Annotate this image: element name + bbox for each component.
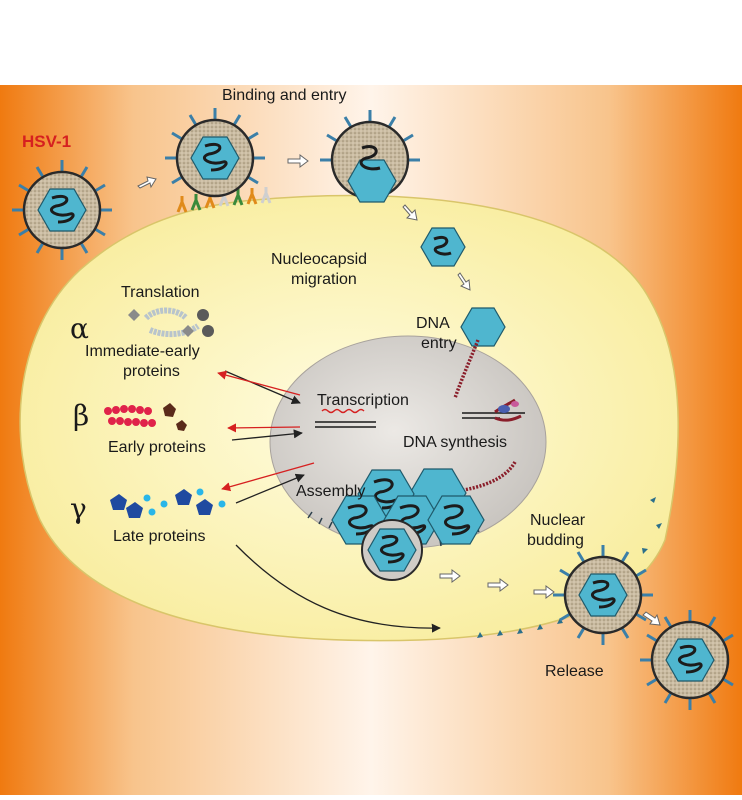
virion-dna: [49, 194, 75, 224]
stage-transcription-label: Transcription: [317, 392, 409, 409]
arrow-bind-1: [137, 176, 157, 189]
arrow-migrate-2: [457, 272, 471, 291]
stage-migration-line1: Nucleocapsid: [271, 251, 367, 268]
alpha-symbol: α: [70, 312, 89, 345]
ie-proteins-line2: proteins: [123, 363, 180, 380]
stage-migration-line2: migration: [291, 271, 357, 288]
early-proteins-label: Early proteins: [108, 439, 206, 456]
arrow-release: [642, 611, 661, 626]
arrow-bud-1: [439, 569, 461, 583]
arrow-bud-2: [487, 578, 509, 592]
virion-budding: [553, 545, 653, 645]
regulation-arrows: [217, 370, 441, 633]
ie-proteins-line1: Immediate-early: [85, 343, 200, 360]
mrna-wave: [321, 408, 365, 414]
injected-dna: [453, 339, 480, 399]
arrow-ie-to-nucleus: [224, 370, 301, 404]
replication-fork: [462, 398, 525, 422]
stage-dna-entry-line2: entry: [421, 335, 457, 352]
arrow-bind-2: [287, 154, 309, 168]
gamma-symbol: γ: [70, 492, 87, 525]
beta-proteins: [104, 403, 187, 431]
late-proteins-label: Late proteins: [113, 528, 206, 545]
virion-released: [640, 610, 734, 710]
gamma-proteins: [110, 488, 226, 518]
assembling-capsids: [331, 468, 485, 581]
pathway-arrows: [137, 154, 661, 626]
virion-free: [12, 160, 112, 260]
arrow-migrate-1: [402, 204, 418, 221]
stage-release-label: Release: [545, 663, 604, 680]
stage-assembly-label: Assembly: [296, 483, 365, 500]
virion-binding: [165, 108, 265, 198]
migrating-capsid: [420, 227, 466, 267]
stage-dna-entry-line1: DNA: [416, 315, 450, 332]
translation-label: Translation: [121, 284, 200, 301]
beta-symbol: β: [73, 399, 89, 432]
arrow-late-to-nucleus: [235, 473, 305, 504]
alpha-proteins: [128, 307, 214, 338]
stage-nuclear-budding-line2: budding: [527, 532, 584, 549]
virion-spikes: [12, 160, 112, 260]
virus-label: HSV-1: [22, 132, 71, 151]
arrow-early-to-nucleus: [231, 429, 303, 441]
stage-binding-label: Binding and entry: [222, 87, 347, 104]
stage-dna-synthesis-label: DNA synthesis: [403, 434, 507, 451]
arrow-nucleus-to-ie: [217, 370, 301, 396]
arrow-bud-3: [533, 585, 555, 599]
arrow-late-to-membrane: [235, 544, 441, 633]
arrow-nucleus-to-late: [221, 462, 315, 492]
virion-capsid: [37, 188, 87, 232]
capsid-at-nuclear-pore: [460, 307, 506, 347]
arrow-nucleus-to-early: [227, 423, 301, 433]
virion-fusing: [320, 110, 420, 203]
stage-nuclear-budding-line1: Nuclear: [530, 512, 586, 529]
